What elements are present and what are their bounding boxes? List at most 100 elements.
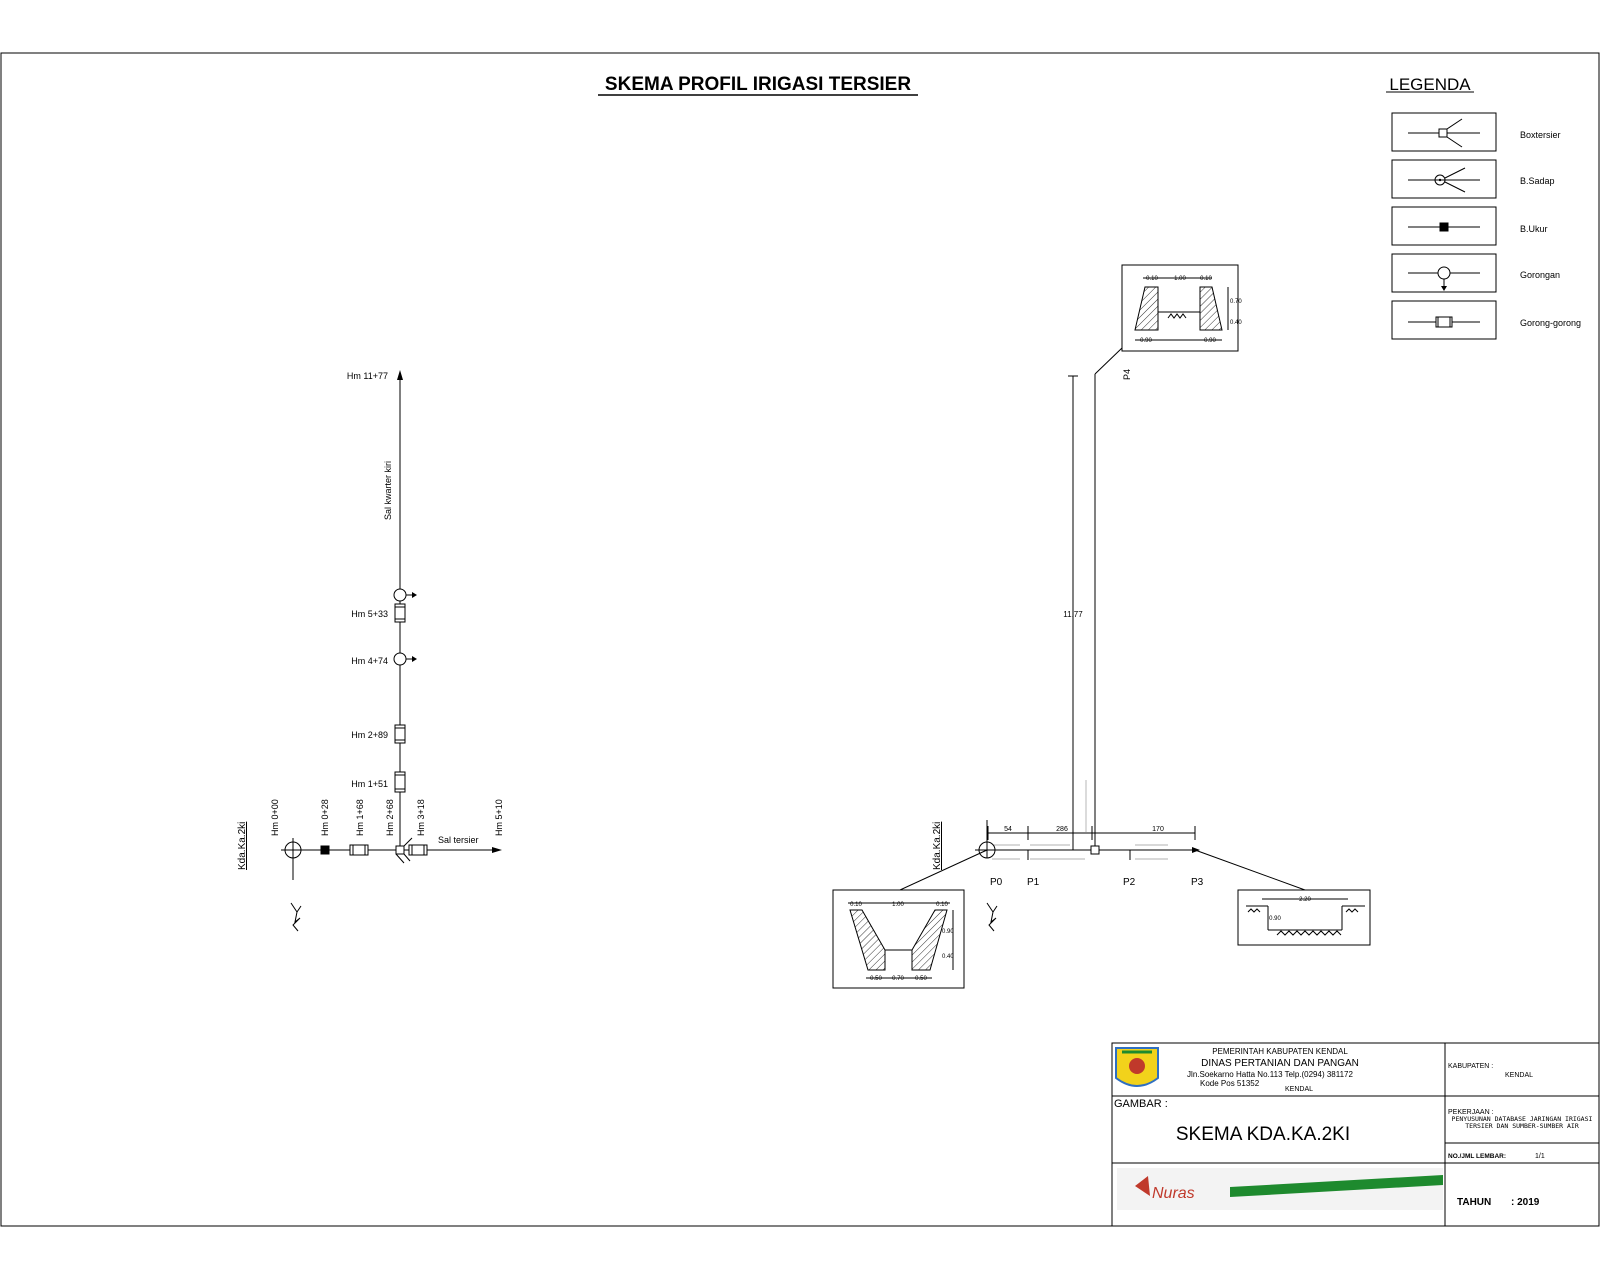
gorongan-icon bbox=[1408, 266, 1480, 291]
consultant-name: Nuras bbox=[1152, 1185, 1195, 1202]
station-label: Hm 3+18 bbox=[416, 799, 426, 836]
pekerjaan-value-box: PENYUSUNAN DATABASE JARINGAN IRIGASI TER… bbox=[1451, 1116, 1593, 1130]
station-label: Hm 5+33 bbox=[351, 609, 388, 619]
station-label: Hm 2+68 bbox=[385, 799, 395, 836]
illegible-annotations bbox=[992, 780, 1168, 860]
cross-section-top: 0.10 1.00 0.10 0.70 0.40 0.90 0.90 bbox=[1121, 264, 1242, 352]
station-label: Hm 2+89 bbox=[351, 730, 388, 740]
box-tersier-icon bbox=[1408, 118, 1480, 148]
gorong-gorong-icon bbox=[394, 771, 406, 793]
dim-text: 0.50 bbox=[870, 976, 882, 982]
kwarter-channel-label: Sal kwarter kiri bbox=[383, 461, 393, 520]
bangunan-ukur-icon bbox=[320, 845, 330, 855]
dim-text: 1.00 bbox=[1174, 276, 1186, 282]
pekerjaan-label: PEKERJAAN : bbox=[1448, 1109, 1494, 1116]
dim-text: 0.90 bbox=[1204, 338, 1216, 344]
dimension-label: 54 bbox=[1004, 826, 1012, 833]
dim-text: 0.90 bbox=[1269, 916, 1281, 922]
box-tersier-icon bbox=[395, 837, 413, 864]
leader-line bbox=[899, 849, 988, 891]
legend-item-bsadap: B.Sadap bbox=[1391, 159, 1555, 199]
point-label: P4 bbox=[1122, 369, 1132, 380]
dim-text: 0.70 bbox=[1230, 299, 1242, 305]
cross-section-right: 2.20 0.90 bbox=[1237, 889, 1371, 946]
dim-text: 1.00 bbox=[892, 902, 904, 908]
agency-name: DINAS PERTANIAN DAN PANGAN bbox=[1201, 1058, 1359, 1069]
gorong-gorong-icon bbox=[408, 844, 428, 856]
gorongan-icon bbox=[393, 588, 417, 602]
kabupaten-value: KENDAL bbox=[1505, 1072, 1533, 1079]
arrow-head bbox=[492, 847, 502, 853]
tersier-channel-label: Sal tersier bbox=[438, 835, 479, 845]
cross-section-left: 0.10 1.00 0.10 0.90 0.40 0.50 0.70 0.50 bbox=[832, 889, 965, 989]
gov-name: PEMERINTAH KABUPATEN KENDAL bbox=[1212, 1047, 1348, 1056]
legend-title: LEGENDA bbox=[1389, 75, 1471, 94]
dim-text: 0.40 bbox=[1230, 320, 1242, 326]
legend: LEGENDA Boxtersier B.Sadap bbox=[1386, 75, 1581, 340]
title-block: PEMERINTAH KABUPATEN KENDAL DINAS PERTAN… bbox=[1111, 1042, 1600, 1227]
dim-text: 0.90 bbox=[942, 929, 954, 935]
tahun-value: : 2019 bbox=[1511, 1197, 1540, 1208]
gambar-label: GAMBAR : bbox=[1114, 1098, 1168, 1110]
drawing-frame bbox=[0, 52, 1600, 1227]
gorongan-source-icon bbox=[281, 838, 305, 880]
leader-line bbox=[1094, 347, 1123, 375]
point-label: P1 bbox=[1027, 877, 1040, 888]
legend-item-gorongan: Gorongan bbox=[1391, 253, 1560, 293]
bangunan-ukur-icon bbox=[1408, 222, 1480, 232]
box-tersier-icon bbox=[1090, 845, 1100, 855]
station-label: Hm 0+00 bbox=[270, 799, 280, 836]
bangunan-sadap-icon bbox=[1408, 167, 1480, 193]
dim-text: 0.50 bbox=[915, 976, 927, 982]
legend-item-boxtersier: Boxtersier bbox=[1391, 112, 1561, 152]
station-label: Hm 1+51 bbox=[351, 779, 388, 789]
dim-text: 2.20 bbox=[1299, 897, 1311, 903]
station-label: Hm 4+74 bbox=[351, 656, 388, 666]
gorong-gorong-icon bbox=[394, 724, 406, 744]
legend-label: Gorong-gorong bbox=[1520, 318, 1581, 328]
legend-label: B.Ukur bbox=[1520, 224, 1548, 234]
intake-icon bbox=[290, 902, 302, 932]
page-title: SKEMA PROFIL IRIGASI TERSIER bbox=[605, 74, 911, 95]
gorong-gorong-icon bbox=[394, 603, 406, 623]
gorong-gorong-icon bbox=[1408, 316, 1480, 328]
legend-label: B.Sadap bbox=[1520, 176, 1555, 186]
dim-text: 0.10 bbox=[1146, 276, 1158, 282]
lembar-value: 1/1 bbox=[1535, 1153, 1545, 1160]
agency-address: Jln.Soekarno Hatta No.113 Telp.(0294) 38… bbox=[1187, 1070, 1353, 1079]
dim-text: 0.10 bbox=[1200, 276, 1212, 282]
point-label: P2 bbox=[1123, 877, 1136, 888]
intake-icon bbox=[986, 902, 998, 932]
legend-label: Boxtersier bbox=[1520, 130, 1561, 140]
legend-item-bukur: B.Ukur bbox=[1391, 206, 1548, 246]
kabupaten-label: KABUPATEN : bbox=[1448, 1063, 1493, 1070]
dim-text: 0.70 bbox=[892, 976, 904, 982]
consultant-logo: Nuras bbox=[1117, 1168, 1443, 1210]
dim-text: 0.40 bbox=[942, 954, 954, 960]
source-label: Kda.Ka.2ki bbox=[932, 822, 943, 870]
dim-text: 0.10 bbox=[936, 902, 948, 908]
station-label: Hm 0+28 bbox=[320, 799, 330, 836]
legend-item-gorong-gorong: Gorong-gorong bbox=[1391, 300, 1581, 340]
legend-label: Gorongan bbox=[1520, 270, 1560, 280]
gorongan-icon bbox=[393, 652, 417, 666]
dimension-label: 170 bbox=[1152, 826, 1164, 833]
right-schema: 11.77 P4 54 286 170 bbox=[832, 264, 1371, 989]
gambar-value: SKEMA KDA.KA.2KI bbox=[1176, 1124, 1350, 1145]
source-label: Kda.Ka.2ki bbox=[237, 822, 248, 870]
point-label: P3 bbox=[1191, 877, 1204, 888]
gorongan-source-icon bbox=[975, 820, 999, 859]
pekerjaan-value: PENYUSUNAN DATABASE JARINGAN IRIGASI TER… bbox=[1451, 1116, 1593, 1130]
agency-city: KENDAL bbox=[1285, 1086, 1313, 1093]
leader-line bbox=[1194, 849, 1306, 891]
dim-text: 0.90 bbox=[1140, 338, 1152, 344]
dimension-label: 286 bbox=[1056, 826, 1068, 833]
lembar-label: NO./JML LEMBAR: bbox=[1448, 1153, 1506, 1160]
left-schema: Sal kwarter kiri Sal tersier Hm 11+77 Hm… bbox=[237, 370, 504, 932]
point-label: P0 bbox=[990, 877, 1003, 888]
station-label: Hm 1+68 bbox=[355, 799, 365, 836]
station-label: Hm 5+10 bbox=[494, 799, 504, 836]
kabupaten-logo bbox=[1115, 1047, 1159, 1087]
gorong-gorong-icon bbox=[349, 844, 369, 856]
